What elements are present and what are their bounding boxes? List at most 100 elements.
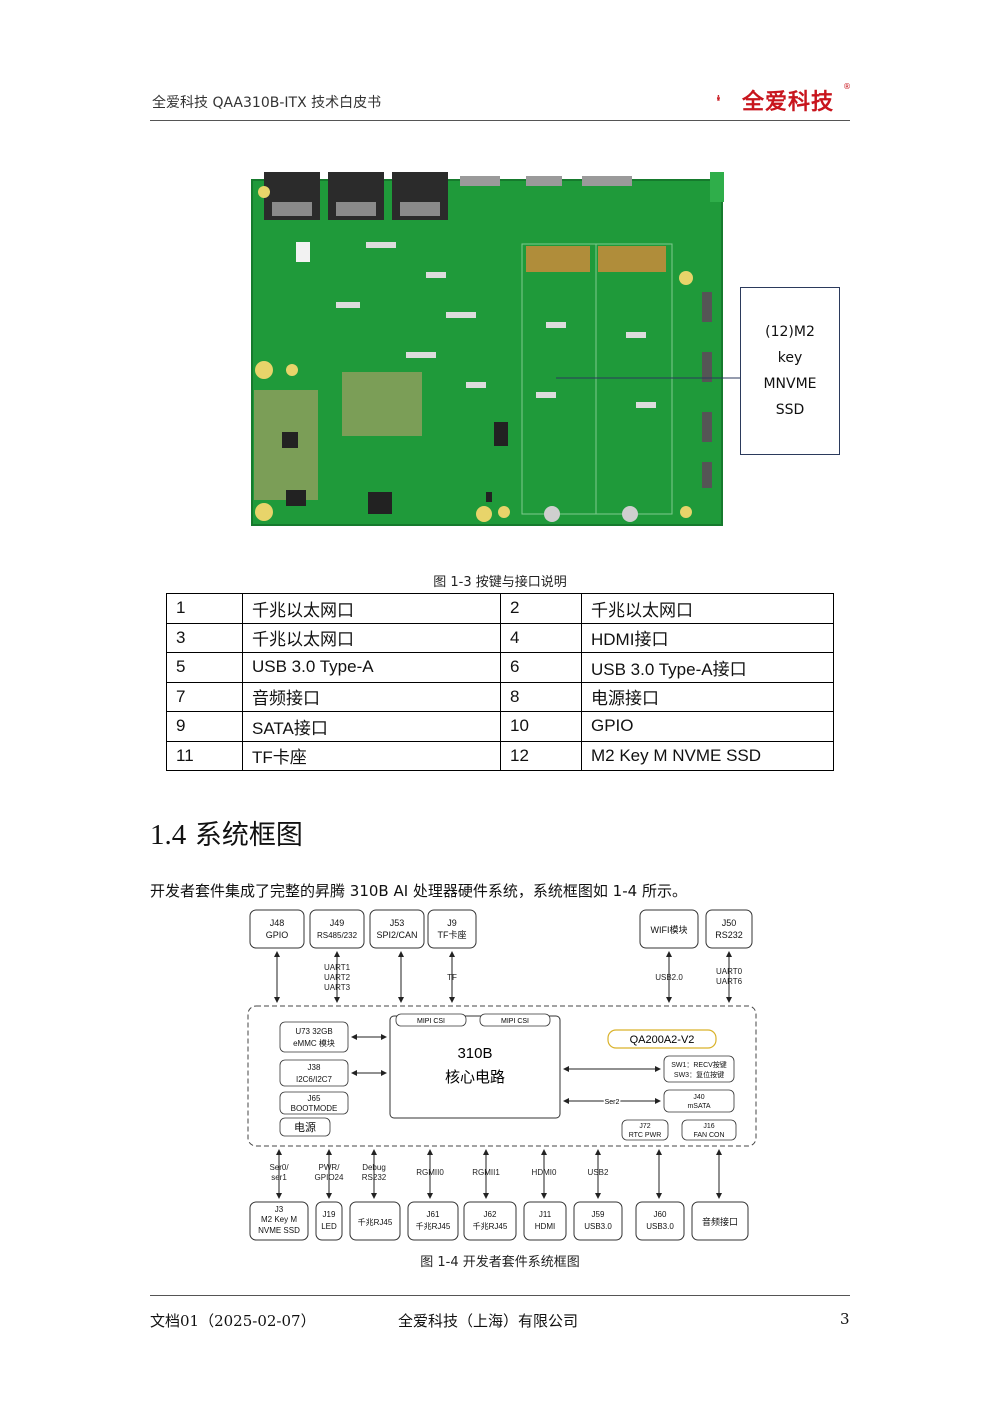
table-cell: 8: [500, 681, 582, 712]
signal-label: UART3: [324, 983, 351, 992]
bus-label: USB2: [588, 1168, 609, 1177]
table-cell: 10: [500, 711, 582, 742]
signal-label: USB2.0: [655, 973, 683, 982]
top-box-l2: TF卡座: [438, 929, 467, 940]
top-box-l1: J49: [330, 918, 345, 928]
right-box-l1: J16: [703, 1123, 714, 1130]
table-cell: 7: [166, 681, 243, 712]
table-cell: 12: [500, 740, 582, 771]
top-box-l1: J50: [722, 918, 737, 928]
left-box-l2: BOOTMODE: [291, 1104, 338, 1113]
table-cell: GPIO: [581, 711, 834, 742]
top-box-l1: J9: [447, 918, 457, 928]
table-cell: 2: [500, 593, 582, 624]
right-box-l2: RTC PWR: [629, 1132, 662, 1139]
bus-label: RGMII1: [472, 1168, 500, 1177]
bus-label: RGMII0: [416, 1168, 444, 1177]
core-title: 310B: [457, 1045, 492, 1062]
table-cell: HDMI接口: [581, 622, 834, 653]
bus-label: RS232: [362, 1173, 387, 1182]
bottom-box-l2: HDMI: [535, 1222, 555, 1231]
table-cell: M2 Key M NVME SSD: [581, 740, 834, 771]
table-cell: 11: [166, 740, 243, 771]
top-box-l2: RS232: [715, 930, 743, 940]
table-row: 3 千兆以太网口 4 HDMI接口: [166, 622, 834, 653]
right-box-l2: mSATA: [687, 1103, 710, 1110]
bottom-box-l1: J59: [592, 1210, 605, 1219]
table-row: 7 音频接口 8 电源接口: [166, 681, 834, 712]
bottom-box-l1: J19: [323, 1210, 336, 1219]
section-title: 系统框图: [194, 820, 303, 851]
bottom-box-l1: J61: [427, 1210, 440, 1219]
table-cell: 千兆以太网口: [581, 593, 834, 624]
bottom-box-l1: 千兆RJ45: [358, 1217, 393, 1227]
table-cell: USB 3.0 Type-A接口: [581, 652, 834, 683]
table-cell: TF卡座: [242, 740, 501, 771]
left-box-l1: J38: [308, 1063, 321, 1072]
bus-label: Debug: [362, 1163, 386, 1172]
left-box-l1: J65: [308, 1094, 321, 1103]
bus-label: GPIO24: [315, 1173, 344, 1182]
table-cell: 1: [166, 593, 243, 624]
figure-caption-1-3: 图 1-3 按键与接口说明: [433, 575, 567, 590]
signal-label: UART0: [716, 967, 743, 976]
logo-text: 全爱科技: [742, 90, 835, 115]
figure-caption-1-4: 图 1-4 开发者套件系统框图: [420, 1255, 580, 1270]
table-cell: 千兆以太网口: [242, 622, 501, 653]
top-box-l1: WIFI模块: [651, 924, 688, 935]
left-box-l1: 电源: [294, 1120, 316, 1134]
header-divider: [150, 120, 850, 121]
bottom-box-l2: M2 Key M: [261, 1215, 297, 1224]
bus-label: Ser0/: [269, 1163, 289, 1172]
bottom-box-l3: NVME SSD: [258, 1226, 300, 1235]
callout-m2-ssd: (12)M2 key MNVME SSD: [740, 287, 840, 455]
bottom-box-l1: J3: [275, 1205, 284, 1214]
page-number: 3: [840, 1310, 850, 1328]
footer-doc-id: 文档01（2025-02-07）: [150, 1312, 316, 1330]
top-box-l2: SPI2/CAN: [376, 930, 417, 940]
table-cell: 电源接口: [581, 681, 834, 712]
callout-line: key: [777, 350, 803, 366]
callout-line: SSD: [775, 402, 805, 418]
header-title: 全爱科技 QAA310B-ITX 技术白皮书: [152, 95, 382, 111]
right-box-l2: FAN CON: [693, 1132, 724, 1139]
table-cell: 音频接口: [242, 681, 501, 712]
bottom-box-l2: USB3.0: [584, 1222, 612, 1231]
section-number: 1.4: [150, 819, 187, 851]
bottom-box-l1: J62: [484, 1210, 497, 1219]
bottom-box-l2: USB3.0: [646, 1222, 674, 1231]
svg-text:Ser2: Ser2: [605, 1099, 620, 1106]
mipi-label: MIPI CSI: [501, 1018, 529, 1025]
left-box-l1: U73 32GB: [295, 1027, 332, 1036]
pcb-board-photo: [251, 172, 740, 526]
top-box-l2: GPIO: [266, 930, 289, 940]
bus-label: PWR/: [319, 1163, 341, 1172]
table-cell: 5: [166, 652, 243, 683]
table-cell: SATA接口: [242, 711, 501, 742]
bus-label: HDMI0: [532, 1168, 557, 1177]
table-row: 11 TF卡座 12 M2 Key M NVME SSD: [166, 740, 834, 771]
callout-line: (12)M2: [765, 324, 815, 340]
table-cell: 6: [500, 652, 582, 683]
bottom-box-l2: 千兆RJ45: [473, 1221, 508, 1231]
right-box-l1: J40: [693, 1094, 704, 1101]
left-box-l2: I2C6/I2C7: [296, 1075, 333, 1084]
right-box-l2: SW3：复位按键: [674, 1070, 724, 1079]
top-box-l1: J53: [390, 918, 405, 928]
table-row: 1 千兆以太网口 2 千兆以太网口: [166, 593, 834, 624]
table-cell: USB 3.0 Type-A: [242, 652, 501, 683]
right-box-l1: SW1：RECV按键: [671, 1060, 727, 1069]
bus-label: ser1: [271, 1173, 287, 1182]
table-row: 9 SATA接口 10 GPIO: [166, 711, 834, 742]
bottom-box-l1: J60: [654, 1210, 667, 1219]
section-heading: 1.4 系统框图: [150, 813, 303, 852]
signal-label: UART2: [324, 973, 351, 982]
logo-registered-mark: ®: [843, 82, 851, 91]
section-paragraph: 开发者套件集成了完整的昇腾 310B AI 处理器硬件系统，系统框图如 1-4 …: [150, 882, 687, 900]
top-box-l2: RS485/232: [317, 931, 358, 940]
signal-label: UART1: [324, 963, 351, 972]
system-block-diagram: J48 GPIO J49 RS485/232 J53 SPI2/CAN J9 T…: [247, 909, 757, 1241]
table-cell: 4: [500, 622, 582, 653]
ser2-label: Ser2: [605, 1099, 620, 1106]
table-cell: 3: [166, 622, 243, 653]
